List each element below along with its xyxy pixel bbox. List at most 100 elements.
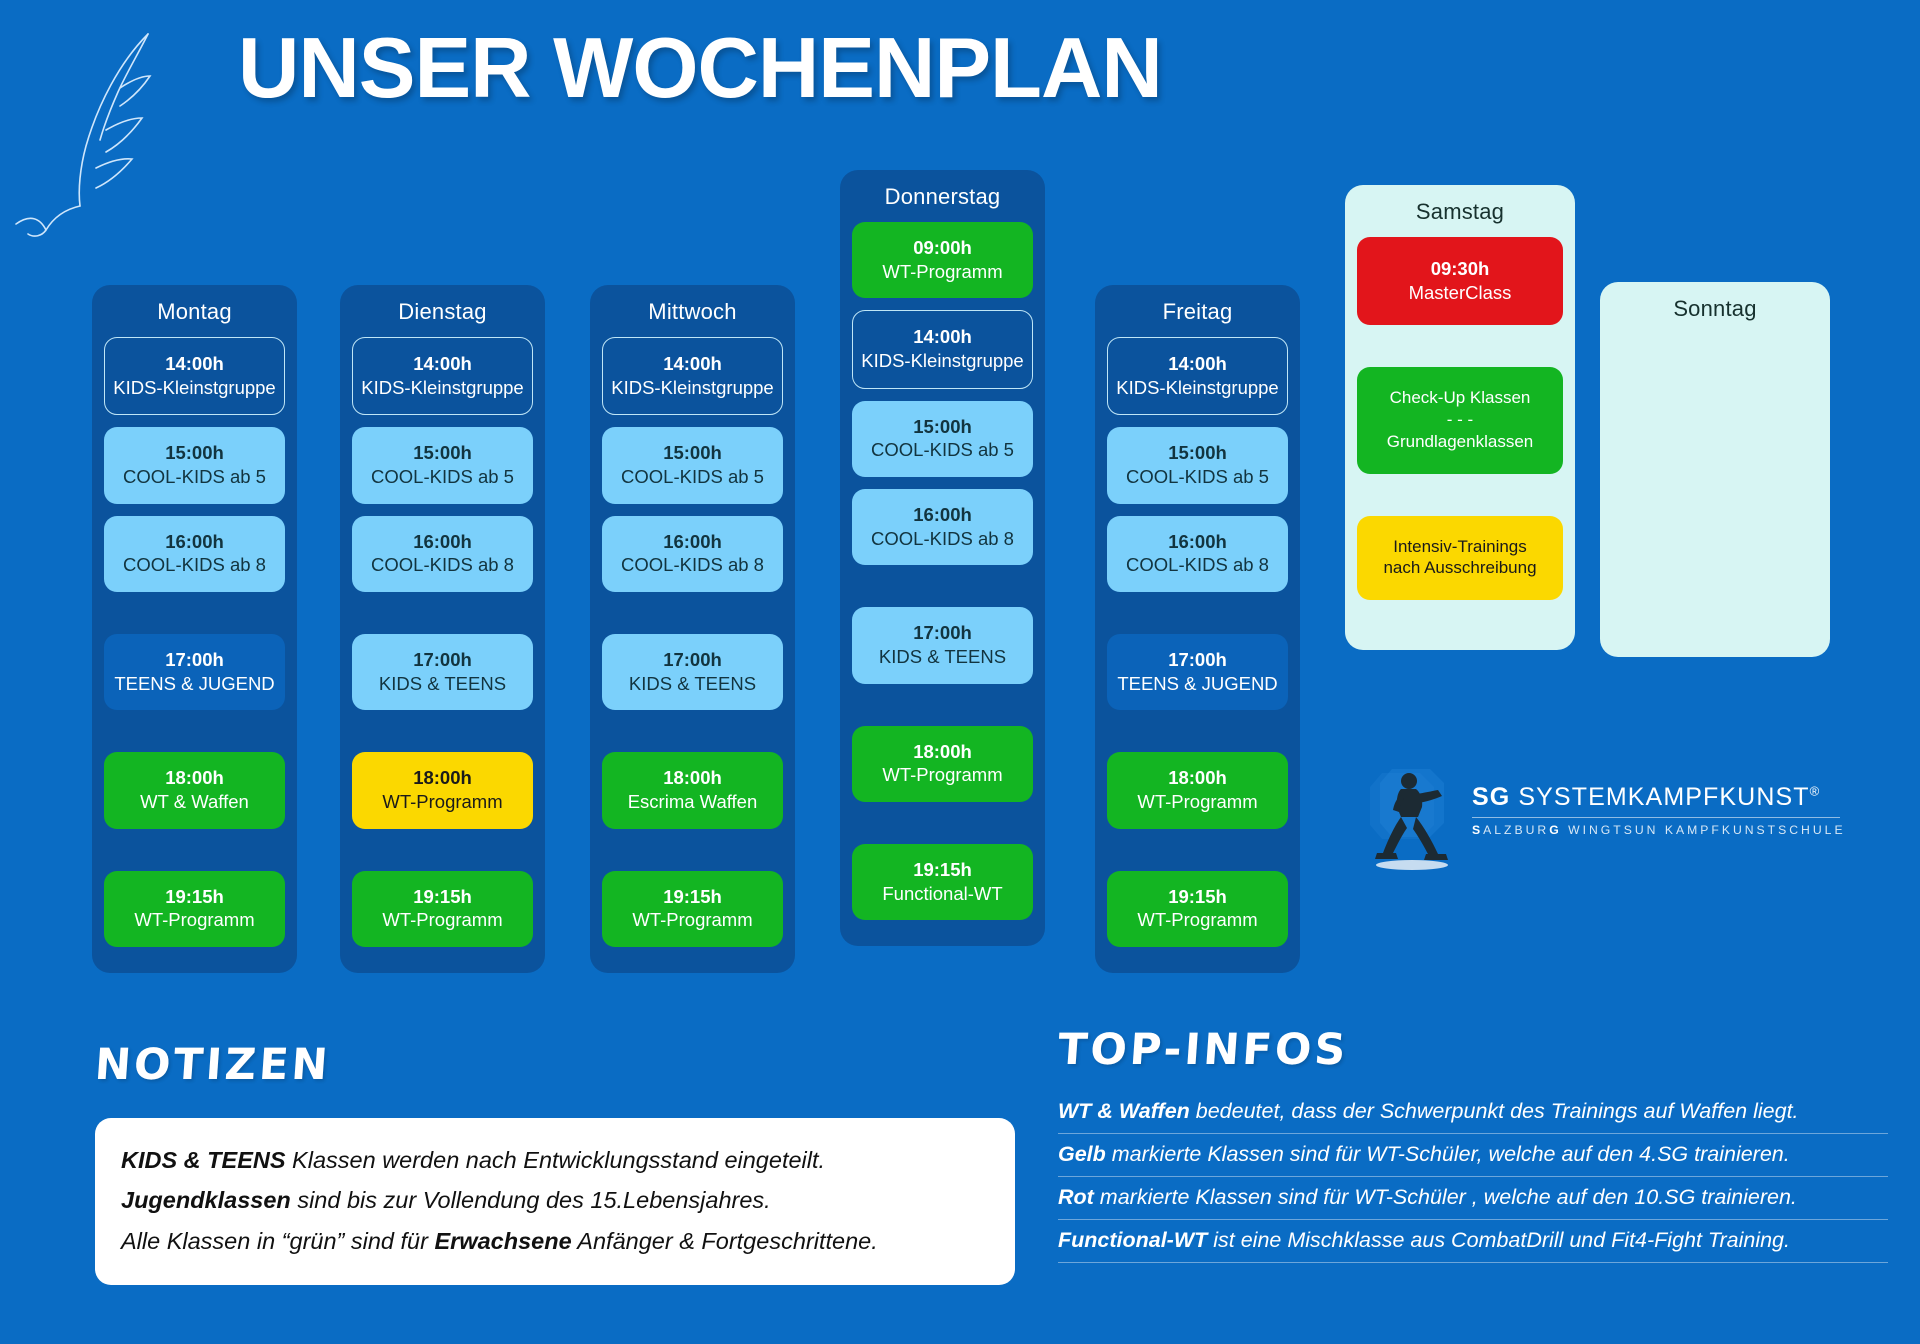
class-name: WT-Programm bbox=[382, 909, 503, 931]
class-time: 14:00h bbox=[1168, 353, 1227, 374]
class-name: COOL-KIDS ab 5 bbox=[371, 466, 514, 488]
class-card[interactable]: 09:30h MasterClass bbox=[1357, 237, 1563, 326]
slot: 15:00h COOL-KIDS ab 5 bbox=[852, 400, 1033, 478]
class-card[interactable]: 15:00h COOL-KIDS ab 5 bbox=[1107, 427, 1288, 504]
topinfos-heading: TOP-INFOS bbox=[1056, 1025, 1351, 1075]
class-time: 18:00h bbox=[165, 767, 224, 789]
class-name: Intensiv-Trainings bbox=[1393, 536, 1527, 556]
class-card[interactable]: 18:00h WT & Waffen bbox=[104, 752, 285, 829]
class-card[interactable]: 19:15h Functional-WT bbox=[852, 844, 1033, 921]
class-card[interactable]: 17:00h KIDS & TEENS bbox=[602, 634, 783, 711]
class-name: COOL-KIDS ab 5 bbox=[123, 466, 266, 488]
slot: 14:00h KIDS-Kleinstgruppe bbox=[352, 337, 533, 416]
day-column-mittwoch[interactable]: Mittwoch 14:00h KIDS-Kleinstgruppe 15:00… bbox=[590, 285, 795, 974]
slot: 15:00h COOL-KIDS ab 5 bbox=[602, 427, 783, 504]
class-name: TEENS & JUGEND bbox=[114, 672, 275, 694]
logo-brand-prefix: SG bbox=[1472, 783, 1511, 811]
slot: 16:00h COOL-KIDS ab 8 bbox=[352, 515, 533, 593]
class-time: 09:30h bbox=[1430, 258, 1490, 279]
class-card[interactable]: 14:00h KIDS-Kleinstgruppe bbox=[352, 337, 533, 416]
class-card[interactable]: 16:00h COOL-KIDS ab 8 bbox=[352, 515, 533, 593]
martial-artist-silhouette-icon bbox=[1370, 769, 1448, 870]
class-card[interactable]: 19:15h WT-Programm bbox=[352, 870, 533, 948]
class-time: 15:00h bbox=[165, 442, 224, 464]
class-card[interactable]: 16:00h COOL-KIDS ab 8 bbox=[602, 515, 783, 593]
class-card[interactable]: 17:00h KIDS & TEENS bbox=[352, 634, 533, 711]
class-card[interactable]: 19:15h WT-Programm bbox=[1107, 870, 1288, 948]
class-time: 17:00h bbox=[663, 649, 722, 671]
day-column-freitag[interactable]: Freitag 14:00h KIDS-Kleinstgruppe 15:00h… bbox=[1095, 285, 1300, 974]
class-time: 19:15h bbox=[1168, 885, 1227, 907]
class-name: WT-Programm bbox=[1137, 791, 1258, 813]
info-row: WT & Waffen bedeutet, dass der Schwerpun… bbox=[1058, 1091, 1888, 1134]
slot: 09:30h MasterClass bbox=[1357, 237, 1563, 326]
logo-tagline: SALZBURG WINGTSUN KAMPFKUNSTSCHULE bbox=[1472, 823, 1846, 837]
registered-trademark-icon: ® bbox=[1809, 783, 1821, 799]
class-time: 17:00h bbox=[165, 649, 224, 671]
class-time: 16:00h bbox=[913, 504, 972, 526]
class-name: KIDS-Kleinstgruppe bbox=[611, 376, 774, 398]
slot: Intensiv-Trainings nach Ausschreibung bbox=[1357, 515, 1563, 601]
class-name: WT-Programm bbox=[134, 909, 255, 931]
class-card[interactable]: 18:00h Escrima Waffen bbox=[602, 752, 783, 829]
class-card[interactable]: 17:00h TEENS & JUGEND bbox=[104, 634, 285, 711]
class-card[interactable]: 18:00h WT-Programm bbox=[852, 725, 1033, 803]
class-time: 17:00h bbox=[413, 649, 472, 671]
class-card[interactable]: Check-Up Klassen - - - Grundlagenklassen bbox=[1357, 367, 1563, 474]
class-name: TEENS & JUGEND bbox=[1117, 672, 1278, 694]
logo-brand-name: SYSTEMKAMPFKUNST bbox=[1518, 783, 1810, 811]
class-time: 15:00h bbox=[913, 415, 972, 437]
class-card[interactable]: 16:00h COOL-KIDS ab 8 bbox=[104, 515, 285, 593]
day-column-montag[interactable]: Montag 14:00h KIDS-Kleinstgruppe 15:00h … bbox=[92, 285, 297, 974]
class-time: 15:00h bbox=[413, 442, 472, 464]
slot: 17:00h TEENS & JUGEND bbox=[104, 634, 285, 711]
class-card[interactable]: 14:00h KIDS-Kleinstgruppe bbox=[104, 337, 285, 416]
class-name-alt: Grundlagenklassen bbox=[1386, 431, 1534, 451]
class-name: Check-Up Klassen bbox=[1389, 388, 1531, 408]
slot: 19:15h Functional-WT bbox=[852, 844, 1033, 921]
class-card[interactable]: 16:00h COOL-KIDS ab 8 bbox=[852, 489, 1033, 566]
slot: Check-Up Klassen - - - Grundlagenklassen bbox=[1357, 367, 1563, 474]
class-card[interactable]: 18:00h WT-Programm bbox=[352, 752, 533, 829]
day-column-samstag[interactable]: Samstag 09:30h MasterClass Check-Up Klas… bbox=[1345, 185, 1575, 650]
class-name: KIDS & TEENS bbox=[628, 672, 757, 694]
class-time: 17:00h bbox=[1168, 649, 1227, 671]
class-card[interactable]: 15:00h COOL-KIDS ab 5 bbox=[104, 427, 285, 504]
class-card[interactable]: 14:00h KIDS-Kleinstgruppe bbox=[602, 337, 783, 416]
class-card[interactable]: 17:00h KIDS & TEENS bbox=[852, 607, 1033, 684]
class-time: 15:00h bbox=[1168, 442, 1227, 464]
day-column-donnerstag[interactable]: Donnerstag 09:00h WT-Programm 14:00h KID… bbox=[840, 170, 1045, 947]
class-card[interactable]: 17:00h TEENS & JUGEND bbox=[1107, 634, 1288, 711]
class-time: 18:00h bbox=[913, 740, 972, 762]
class-card[interactable]: 19:15h WT-Programm bbox=[602, 870, 783, 948]
poster-header: UNSER WOCHENPLAN bbox=[0, 0, 1920, 237]
class-card[interactable]: 15:00h COOL-KIDS ab 5 bbox=[352, 427, 533, 504]
class-time: 19:15h bbox=[663, 885, 722, 907]
class-name: WT & Waffen bbox=[140, 791, 249, 813]
day-column-dienstag[interactable]: Dienstag 14:00h KIDS-Kleinstgruppe 15:00… bbox=[340, 285, 545, 974]
slot: 14:00h KIDS-Kleinstgruppe bbox=[602, 337, 783, 416]
slot: 18:00h Escrima Waffen bbox=[602, 752, 783, 829]
class-card[interactable]: 19:15h WT-Programm bbox=[104, 870, 285, 948]
day-name: Montag bbox=[157, 299, 232, 324]
day-column-sonntag[interactable]: Sonntag bbox=[1600, 282, 1830, 657]
class-card[interactable]: 15:00h COOL-KIDS ab 5 bbox=[602, 427, 783, 504]
class-time: 16:00h bbox=[663, 530, 722, 552]
slot: 16:00h COOL-KIDS ab 8 bbox=[104, 515, 285, 593]
class-card[interactable]: 09:00h WT-Programm bbox=[852, 222, 1033, 299]
class-card[interactable]: Intensiv-Trainings nach Ausschreibung bbox=[1357, 515, 1563, 601]
class-time: 19:15h bbox=[913, 859, 972, 881]
class-card[interactable]: 18:00h WT-Programm bbox=[1107, 752, 1288, 829]
class-card[interactable]: 14:00h KIDS-Kleinstgruppe bbox=[1107, 337, 1288, 416]
note-line: KIDS & TEENS Klassen werden nach Entwick… bbox=[121, 1147, 826, 1173]
class-name: COOL-KIDS ab 8 bbox=[871, 527, 1014, 549]
class-card[interactable]: 16:00h COOL-KIDS ab 8 bbox=[1107, 515, 1288, 593]
day-name: Sonntag bbox=[1673, 296, 1757, 321]
slot: 19:15h WT-Programm bbox=[104, 870, 285, 948]
class-time: 14:00h bbox=[165, 353, 224, 374]
class-card[interactable]: 14:00h KIDS-Kleinstgruppe bbox=[852, 310, 1033, 389]
class-card[interactable]: 15:00h COOL-KIDS ab 5 bbox=[852, 400, 1033, 478]
week-grid: Montag 14:00h KIDS-Kleinstgruppe 15:00h … bbox=[92, 170, 1830, 974]
slot: 17:00h KIDS & TEENS bbox=[602, 634, 783, 711]
